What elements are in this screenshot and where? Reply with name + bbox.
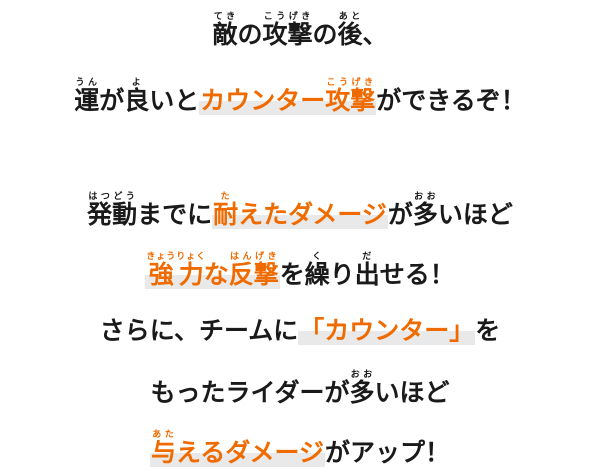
ruby-word: 多おお: [412, 192, 438, 229]
text-line-4: 強力きょうりょくな反撃はんげきを繰くり出だせる！: [0, 252, 600, 292]
text-line-6: もったライダーが多おおいほど: [0, 370, 600, 410]
plain-text: 、: [362, 20, 388, 49]
ruby-word: 運うん: [74, 78, 100, 115]
plain-text: までに: [137, 200, 213, 229]
text-line-5: さらに、チームに「カウンター」を: [0, 314, 600, 348]
text-line-2: 運うんが良よいとカウンター攻撃こうげきができるぞ！: [0, 78, 600, 118]
ruby-word: 攻撃こうげき: [262, 12, 313, 49]
ruby-word: 後あと: [337, 12, 363, 49]
ruby-word: 出だ: [354, 252, 380, 289]
plain-text: の: [237, 20, 263, 49]
highlight-counter-attack: カウンター攻撃こうげき: [199, 78, 377, 115]
plain-text: が: [99, 86, 125, 115]
highlight-counter-ability: 「カウンター」: [298, 316, 476, 345]
plain-text: いほど: [374, 378, 450, 407]
plain-text: り: [329, 260, 355, 289]
plain-text: いほど: [437, 200, 513, 229]
text-line-3: 発動はつどうまでに耐たえたダメージが多おおいほど: [0, 192, 600, 232]
plain-text: ができるぞ！: [376, 86, 526, 115]
plain-text: を: [475, 316, 501, 345]
ruby-word: 発動はつどう: [87, 192, 138, 229]
text-line-7: 与あたえるダメージがアップ！: [0, 430, 600, 470]
highlight-damage-taken: 耐たえたダメージ: [212, 192, 388, 229]
plain-text: の: [312, 20, 338, 49]
text-line-1: 敵てきの攻撃こうげきの後あと、: [0, 12, 600, 52]
plain-text: せる！: [379, 260, 455, 289]
ruby-word: 良よ: [124, 78, 150, 115]
plain-text: いと: [149, 86, 200, 115]
ruby-word: 繰く: [304, 252, 330, 289]
ruby-word: 多おお: [349, 370, 375, 407]
plain-text: を: [279, 260, 305, 289]
highlight-strong-counter: 強力きょうりょくな反撃はんげき: [145, 252, 280, 289]
highlight-damage-dealt: 与あたえるダメージ: [149, 430, 325, 467]
plain-text: もったライダーが: [150, 378, 350, 407]
plain-text: さらに、チームに: [99, 316, 299, 345]
ruby-word: 敵てき: [212, 12, 238, 49]
plain-text: が: [387, 200, 413, 229]
plain-text: がアップ！: [325, 438, 451, 467]
